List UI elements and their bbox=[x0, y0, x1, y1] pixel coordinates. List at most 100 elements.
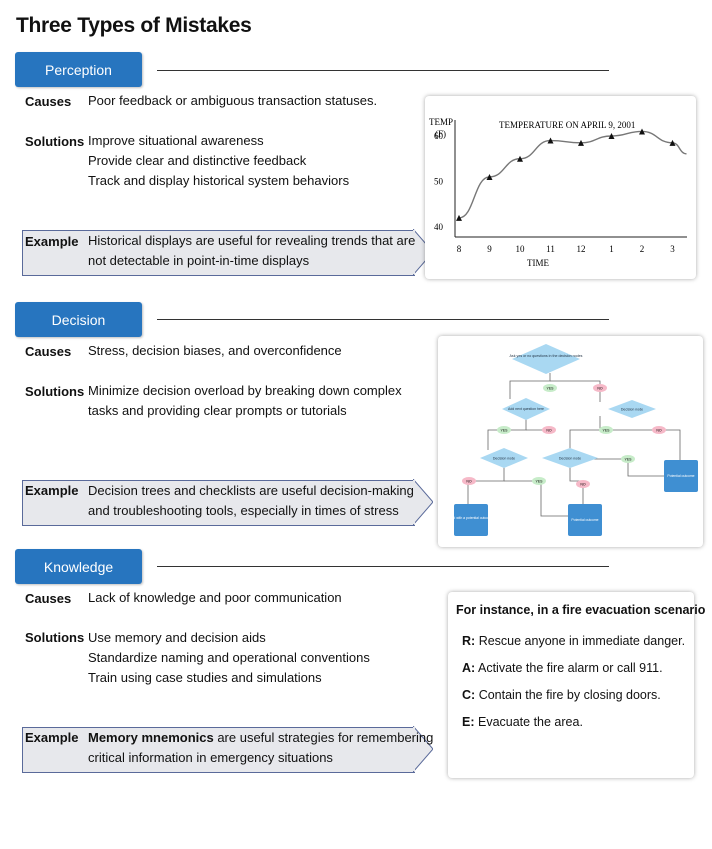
solutions-label: Solutions bbox=[25, 630, 85, 645]
outcome-box bbox=[664, 460, 698, 492]
svg-text:YES: YES bbox=[602, 429, 610, 433]
yes-badge bbox=[497, 426, 511, 434]
chart-title: TEMPERATURE ON APRIL 9, 2001 bbox=[499, 120, 635, 130]
mnemonic-item: A: Activate the fire alarm or call 911. bbox=[462, 661, 663, 675]
section-tab-perception: Perception bbox=[15, 52, 142, 87]
no-badge bbox=[593, 384, 607, 392]
x-tick-label: 12 bbox=[577, 244, 586, 254]
knowledge-solutions: Use memory and decision aids Standardize… bbox=[88, 628, 370, 688]
solution-item: Train using case studies and simulations bbox=[88, 670, 322, 685]
x-axis-label: TIME bbox=[527, 258, 549, 268]
perception-solutions: Improve situational awareness Provide cl… bbox=[88, 131, 349, 191]
decision-node bbox=[512, 344, 580, 374]
decision-node bbox=[480, 448, 528, 468]
section-divider bbox=[157, 70, 609, 71]
outcome-box bbox=[568, 504, 602, 536]
example-callout bbox=[22, 727, 415, 773]
data-point bbox=[456, 214, 462, 221]
example-label: Example bbox=[25, 483, 79, 498]
mnemonic-item: C: Contain the fire by closing doors. bbox=[462, 688, 661, 702]
svg-text:End with a potential outcome: End with a potential outcome bbox=[449, 516, 493, 520]
solution-item: Use memory and decision aids bbox=[88, 630, 266, 645]
svg-text:Potential outcome: Potential outcome bbox=[667, 474, 694, 478]
y-tick-label: 40 bbox=[434, 222, 444, 232]
solutions-label: Solutions bbox=[25, 134, 85, 149]
data-point bbox=[517, 155, 523, 162]
x-tick-label: 11 bbox=[546, 244, 555, 254]
outcome-box bbox=[454, 504, 488, 536]
x-tick-label: 9 bbox=[487, 244, 492, 254]
svg-text:YES: YES bbox=[535, 480, 543, 484]
example-callout bbox=[22, 230, 415, 276]
perception-causes: Poor feedback or ambiguous transaction s… bbox=[88, 93, 378, 108]
mnemonic-item: R: Rescue anyone in immediate danger. bbox=[462, 634, 686, 648]
svg-text:YES: YES bbox=[624, 458, 632, 462]
no-badge bbox=[576, 480, 590, 488]
decision-node bbox=[502, 398, 550, 420]
section-divider bbox=[157, 319, 609, 320]
mnemonic-card: For instance, in a fire evacuation scena… bbox=[448, 592, 705, 778]
decision-causes: Stress, decision biases, and overconfide… bbox=[88, 343, 342, 358]
svg-text:YES: YES bbox=[500, 429, 508, 433]
decision-node bbox=[608, 400, 656, 418]
solutions-label: Solutions bbox=[25, 384, 85, 399]
page-title: Three Types of Mistakes bbox=[16, 14, 252, 37]
x-tick-label: 10 bbox=[516, 244, 526, 254]
x-tick-label: 2 bbox=[640, 244, 645, 254]
mnemonic-item: E: Evacuate the area. bbox=[462, 715, 583, 729]
causes-label: Causes bbox=[25, 94, 72, 109]
temperature-chart-card: TEMPERATURE ON APRIL 9, 2001 TEMP (F) TI… bbox=[425, 96, 696, 279]
root-question: Ask yes or no questions in the decision … bbox=[510, 354, 583, 358]
section-tab-decision: Decision bbox=[15, 302, 142, 337]
solution-item: Standardize naming and operational conve… bbox=[88, 650, 370, 665]
section-tab-knowledge: Knowledge bbox=[15, 549, 142, 584]
solution-item: Minimize decision overload by breaking d… bbox=[88, 383, 402, 398]
y-tick-label: 50 bbox=[434, 177, 444, 187]
x-tick-label: 1 bbox=[609, 244, 614, 254]
data-point bbox=[639, 128, 645, 135]
example-callout bbox=[22, 480, 415, 526]
y-axis-label: TEMP bbox=[429, 117, 453, 127]
svg-text:Decision node: Decision node bbox=[559, 457, 581, 461]
data-point bbox=[547, 137, 554, 144]
decision-tree-diagram: Ask yes or no questions in the decision … bbox=[449, 344, 698, 536]
svg-text:NO: NO bbox=[580, 483, 586, 487]
y-axis-unit: (F) bbox=[435, 129, 446, 139]
no-badge bbox=[652, 426, 666, 434]
x-tick-label: 3 bbox=[670, 244, 675, 254]
temperature-line-chart: TEMPERATURE ON APRIL 9, 2001 TEMP (F) TI… bbox=[429, 117, 687, 268]
example-label: Example bbox=[25, 234, 79, 249]
svg-text:Decision node: Decision node bbox=[493, 457, 515, 461]
section-divider bbox=[157, 566, 609, 567]
x-tick-label: 8 bbox=[457, 244, 462, 254]
data-point bbox=[669, 139, 676, 146]
perception-example: Historical displays are useful for revea… bbox=[88, 233, 416, 268]
series-line bbox=[458, 130, 687, 219]
solution-item: Provide clear and distinctive feedback bbox=[88, 153, 307, 168]
data-point bbox=[578, 139, 584, 146]
solution-item: tasks and providing clear prompts or tut… bbox=[88, 403, 347, 418]
decision-solutions: Minimize decision overload by breaking d… bbox=[88, 381, 402, 421]
callout-arrow-icon bbox=[413, 726, 433, 772]
data-point bbox=[608, 133, 615, 139]
svg-text:NO: NO bbox=[597, 387, 603, 391]
decision-example: Decision trees and checklists are useful… bbox=[88, 483, 414, 518]
svg-text:YES: YES bbox=[546, 387, 554, 391]
yes-badge bbox=[599, 426, 613, 434]
yes-badge bbox=[532, 477, 546, 485]
yes-badge bbox=[543, 384, 557, 392]
svg-text:Decision node: Decision node bbox=[621, 408, 643, 412]
svg-text:Potential outcome: Potential outcome bbox=[571, 518, 598, 522]
example-label: Example bbox=[25, 730, 79, 745]
callout-arrow-icon bbox=[413, 479, 433, 525]
solution-item: Track and display historical system beha… bbox=[88, 173, 350, 188]
y-tick-label: 60 bbox=[434, 131, 444, 141]
causes-label: Causes bbox=[25, 591, 72, 606]
svg-text:NO: NO bbox=[656, 429, 662, 433]
knowledge-causes: Lack of knowledge and poor communication bbox=[88, 590, 342, 605]
causes-label: Causes bbox=[25, 344, 72, 359]
solution-item: Improve situational awareness bbox=[88, 133, 264, 148]
svg-text:Add next question here: Add next question here bbox=[508, 407, 544, 411]
no-badge bbox=[542, 426, 556, 434]
no-badge bbox=[462, 477, 476, 485]
